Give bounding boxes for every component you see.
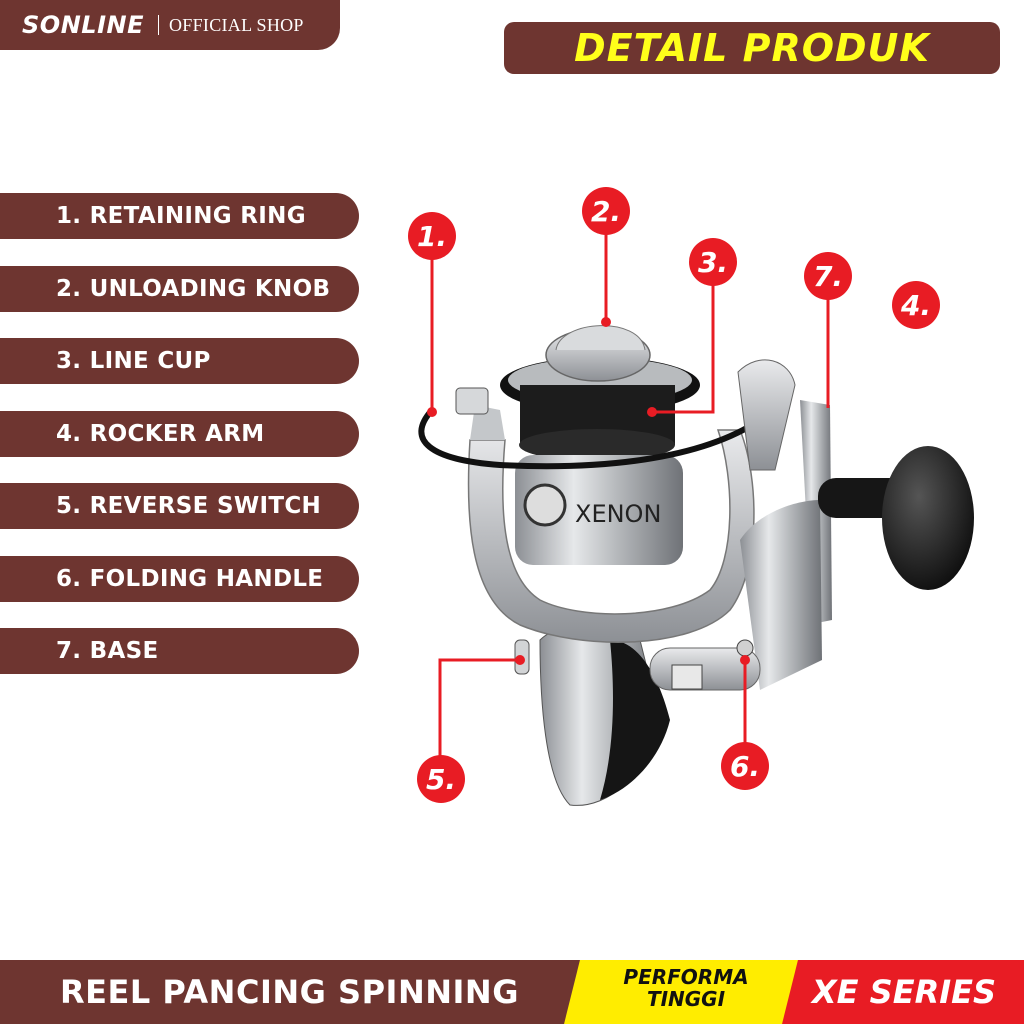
part-label: 3. LINE CUP — [56, 348, 211, 374]
folding-handle — [649, 639, 761, 691]
brand-name: SONLINE — [22, 11, 144, 39]
part-label: 7. BASE — [56, 638, 159, 664]
rocker-arm — [818, 446, 974, 590]
reel-body — [539, 624, 670, 806]
page-title: DETAIL PRODUK — [574, 26, 930, 70]
unloading-knob — [545, 325, 651, 382]
callout-3-label: 3. — [698, 246, 728, 279]
detail-title-bar: DETAIL PRODUK — [504, 22, 1000, 74]
brand-tagline: OFFICIAL SHOP — [168, 14, 304, 35]
performance-badge-line1: PERFORMA — [623, 965, 749, 989]
part-item-reverse-switch: 5. REVERSE SWITCH — [0, 483, 359, 529]
callout-6: 6. — [721, 742, 769, 790]
part-label: 2. UNLOADING KNOB — [56, 276, 331, 302]
part-item-unloading-knob: 2. UNLOADING KNOB — [0, 266, 359, 312]
callout-leaders — [430, 228, 830, 762]
footer-title: REEL PANCING SPINNING — [60, 973, 519, 1011]
callout-endpoints — [427, 317, 750, 665]
callout-4-label: 4. — [900, 289, 931, 322]
right-arm — [737, 359, 822, 690]
part-item-folding-handle: 6. FOLDING HANDLE — [0, 556, 359, 602]
xenon-logo-text: XENON — [575, 500, 661, 528]
callout-7-label: 7. — [813, 260, 843, 293]
callout-4: 4. — [892, 281, 940, 329]
line-cup-spool: XENON — [500, 357, 700, 565]
part-item-rocker-arm: 4. ROCKER ARM — [0, 411, 359, 457]
callout-6-label: 6. — [730, 750, 760, 783]
reel-illustration: XENON — [408, 187, 974, 806]
footer-title-bar — [0, 960, 600, 1024]
series-label: XE SERIES — [812, 973, 997, 1011]
part-item-retaining-ring: 1. RETAINING RING — [0, 193, 359, 239]
callout-1-label: 1. — [417, 220, 447, 253]
callout-2: 2. — [582, 187, 630, 235]
part-label: 4. ROCKER ARM — [56, 421, 265, 447]
brand-header: SONLINE OFFICIAL SHOP — [0, 0, 340, 50]
performance-badge-line2: TINGGI — [646, 987, 726, 1011]
callout-3: 3. — [689, 238, 737, 286]
callout-5-label: 5. — [426, 763, 456, 796]
callout-7: 7. — [804, 252, 852, 300]
brand-divider — [157, 15, 159, 35]
footer-banner: REEL PANCING SPINNING PERFORMA TINGGI XE… — [0, 960, 1024, 1024]
part-label: 1. RETAINING RING — [56, 203, 306, 229]
part-label: 5. REVERSE SWITCH — [56, 493, 322, 519]
callout-5: 5. — [417, 755, 465, 803]
part-item-line-cup: 3. LINE CUP — [0, 338, 359, 384]
part-label: 6. FOLDING HANDLE — [56, 566, 324, 592]
part-item-base: 7. BASE — [0, 628, 359, 674]
callout-1: 1. — [408, 212, 456, 260]
performance-badge-text: PERFORMA TINGGI — [596, 966, 776, 1010]
callout-2-label: 2. — [591, 195, 621, 228]
